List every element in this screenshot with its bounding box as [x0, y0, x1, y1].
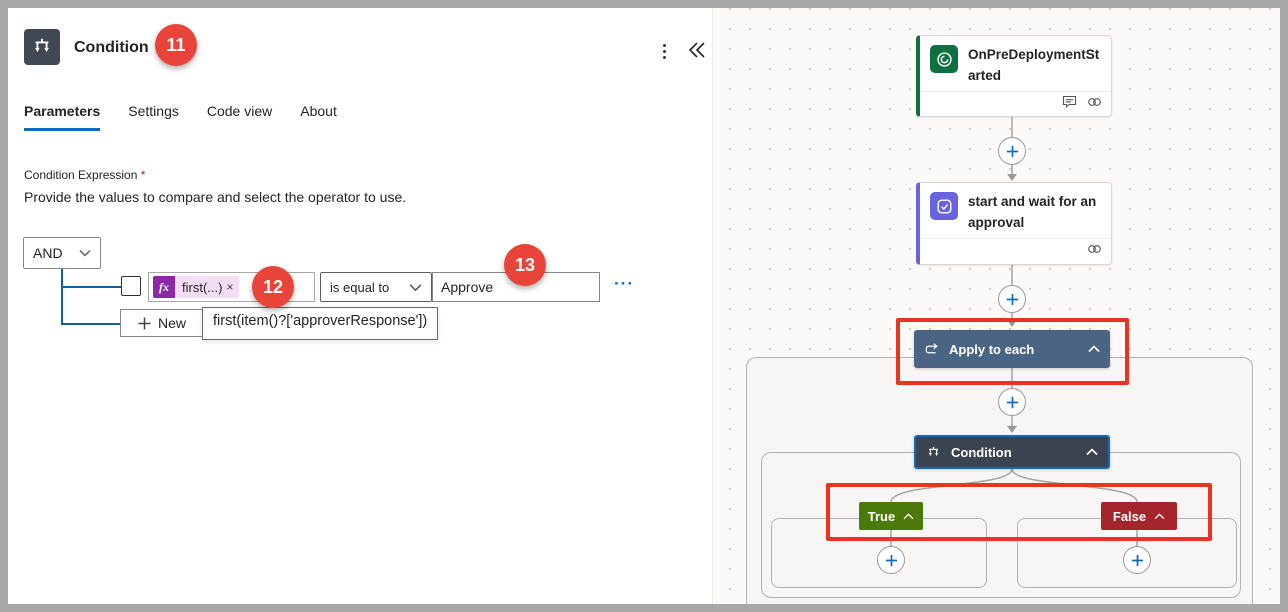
tree-connector — [61, 269, 63, 325]
trigger-icon — [930, 45, 958, 73]
loop-icon — [925, 342, 938, 353]
connection-icon[interactable] — [1087, 96, 1102, 108]
group-operator-dropdown[interactable]: AND — [23, 237, 101, 269]
tab-parameters[interactable]: Parameters — [24, 103, 101, 131]
node-title: start and wait for an approval — [968, 194, 1097, 230]
remove-token-icon[interactable]: × — [226, 280, 234, 294]
tree-connector — [61, 286, 121, 288]
add-new-row-button[interactable]: New — [120, 309, 204, 337]
tree-connector — [61, 323, 120, 325]
plus-icon — [138, 317, 151, 329]
chevron-up-icon[interactable] — [1088, 345, 1100, 353]
plus-icon — [1006, 293, 1018, 305]
node-title: OnPreDeploymentStarted — [968, 47, 1100, 83]
false-branch-label[interactable]: False — [1101, 502, 1177, 530]
collapse-panel-button[interactable] — [684, 38, 710, 62]
apply-to-each-node[interactable]: Apply to each — [914, 330, 1110, 368]
callout-badge-11: 11 — [155, 24, 197, 66]
chevron-up-icon — [1154, 512, 1165, 519]
plus-icon — [885, 554, 897, 566]
required-marker: * — [140, 168, 146, 182]
insert-action-button[interactable] — [998, 285, 1026, 313]
plus-icon — [1131, 554, 1143, 566]
action-node-approval[interactable]: start and wait for an approval — [916, 182, 1112, 265]
insert-action-button[interactable] — [877, 546, 905, 574]
more-menu-button[interactable] — [656, 40, 672, 62]
condition-expression-label: Condition Expression * — [24, 168, 146, 182]
flow-canvas: OnPreDeploymentStarted — [712, 8, 1280, 604]
chevron-down-icon — [409, 283, 422, 291]
callout-badge-13: 13 — [504, 244, 546, 286]
connection-icon[interactable] — [1087, 243, 1102, 255]
plus-icon — [1006, 396, 1018, 408]
operator-dropdown[interactable]: is equal to — [320, 272, 432, 302]
comment-icon[interactable] — [1062, 95, 1077, 109]
row-checkbox[interactable] — [121, 276, 141, 296]
insert-action-button[interactable] — [998, 137, 1026, 165]
insert-action-button[interactable] — [998, 388, 1026, 416]
tab-settings[interactable]: Settings — [128, 103, 179, 119]
expression-tooltip: first(item()?['approverResponse']) — [202, 307, 439, 340]
insert-action-button[interactable] — [1123, 546, 1151, 574]
condition-expression-help: Provide the values to compare and select… — [24, 189, 407, 205]
condition-properties-panel: Condition 11 Parameters Settings Code vi… — [8, 8, 712, 604]
page-title: Condition — [74, 39, 149, 56]
fx-icon: fx — [153, 276, 175, 298]
trigger-node-onpredeploymentstarted[interactable]: OnPreDeploymentStarted — [916, 35, 1112, 117]
tab-code-view[interactable]: Code view — [206, 103, 273, 119]
plus-icon — [1006, 145, 1018, 157]
true-branch-label[interactable]: True — [859, 502, 923, 530]
expression-token: fx first(...) × — [153, 276, 240, 298]
condition-node[interactable]: Condition — [914, 435, 1110, 469]
approvals-icon — [930, 192, 958, 220]
chevron-up-icon — [903, 512, 914, 519]
callout-badge-12: 12 — [252, 266, 294, 308]
chevron-up-icon[interactable] — [1086, 448, 1098, 456]
tab-bar: Parameters Settings Code view About — [24, 103, 337, 131]
row-more-options-button[interactable]: ··· — [614, 274, 634, 293]
tab-about[interactable]: About — [300, 103, 337, 119]
condition-icon — [24, 29, 60, 65]
condition-icon — [928, 446, 939, 456]
chevron-down-icon — [79, 249, 91, 257]
